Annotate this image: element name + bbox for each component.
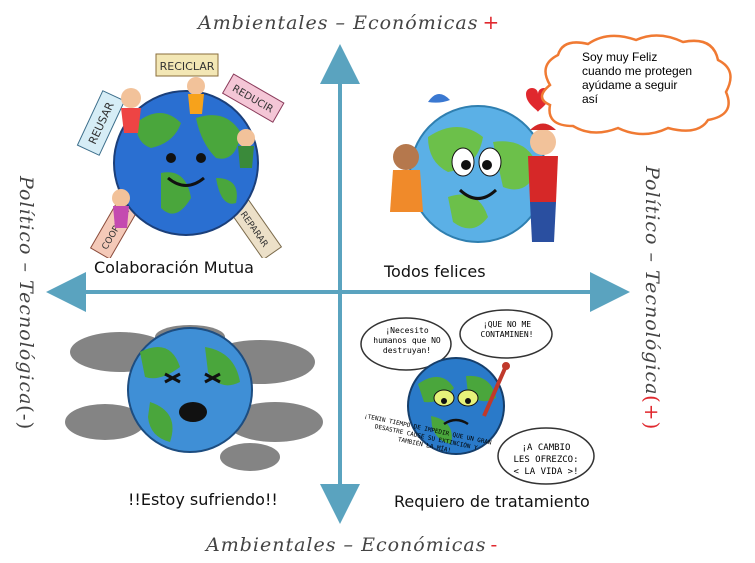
cambio-line-2: LES OFREZCO: xyxy=(513,455,579,465)
sick-globe-icon xyxy=(407,357,505,455)
sick-globe-illustration xyxy=(360,309,595,485)
axis-top-label: Ambientales – Económicas xyxy=(198,12,479,34)
speech-bubble-text: Soy muy Feliz cuando me protegen ayúdame… xyxy=(582,50,712,106)
smiling-globe-icon xyxy=(113,90,259,236)
suffering-globe-illustration xyxy=(65,325,323,471)
axis-right-label: Político – Tecnológica xyxy=(641,166,663,396)
quadrant-label-bottom-right: Requiero de tratamiento xyxy=(394,492,590,511)
axis-left-sign: (-) xyxy=(14,405,38,431)
collaboration-globe-illustration: RECICLAR REDUCIR REUSAR COOPERAR REPARAR xyxy=(76,48,296,258)
axis-left-title: Político – Tecnológica(-) xyxy=(14,176,38,431)
thermometer-icon xyxy=(482,362,510,417)
comic-bubble-necesito: ¡Necesito humanos que NO destruyan! xyxy=(366,326,448,356)
axis-left-label: Político – Tecnológica xyxy=(15,176,37,406)
speech-line-3: ayúdame a seguir xyxy=(582,78,678,92)
cambio-line-3: < LA VIDA >! xyxy=(513,467,579,477)
speech-line-1: Soy muy Feliz xyxy=(582,50,658,64)
axis-bottom-label: Ambientales – Económicas xyxy=(206,534,487,556)
cambio-line-1: ¡A CAMBIO xyxy=(521,443,571,453)
contaminen-line-2: CONTAMINEN! xyxy=(480,330,534,339)
axis-top-sign: + xyxy=(482,10,501,34)
speech-line-4: así xyxy=(582,92,599,106)
comic-bubble-contaminen: ¡QUE NO ME CONTAMINEN! xyxy=(466,320,548,340)
axis-right-title: Político – Tecnológica(+) xyxy=(640,166,664,431)
speech-line-2: cuando me protegen xyxy=(582,64,693,78)
axis-top-title: Ambientales – Económicas+ xyxy=(198,10,500,34)
boy-figure-icon xyxy=(528,123,558,242)
quadrant-label-top-left: Colaboración Mutua xyxy=(94,258,254,277)
contaminen-line-1: ¡QUE NO ME xyxy=(482,320,532,329)
sign-reciclar: RECICLAR xyxy=(155,53,219,77)
axis-right-sign: (+) xyxy=(640,395,664,431)
sad-globe-icon xyxy=(127,327,253,453)
girl-figure-icon xyxy=(390,144,423,212)
happy-globe-icon xyxy=(409,105,547,243)
necesito-line-3: destruyan! xyxy=(382,346,432,355)
children-figures-icon xyxy=(112,77,255,228)
comic-bubble-outlines xyxy=(360,309,595,485)
quadrant-label-top-right: Todos felices xyxy=(384,262,486,281)
happy-globe-illustration xyxy=(390,88,558,243)
axis-bottom-sign: - xyxy=(490,532,499,556)
speech-bubble-cloud xyxy=(540,34,732,136)
necesito-line-1: ¡Necesito xyxy=(385,326,429,335)
comic-bubble-cambio: ¡A CAMBIO LES OFREZCO: < LA VIDA >! xyxy=(504,442,588,478)
sign-reciclar-text: RECICLAR xyxy=(160,60,215,73)
bird-icon xyxy=(428,93,450,103)
axis-bottom-title: Ambientales – Económicas- xyxy=(206,532,498,556)
quadrant-label-bottom-left: !!Estoy sufriendo!! xyxy=(128,490,278,509)
necesito-line-2: humanos que NO xyxy=(373,336,441,345)
